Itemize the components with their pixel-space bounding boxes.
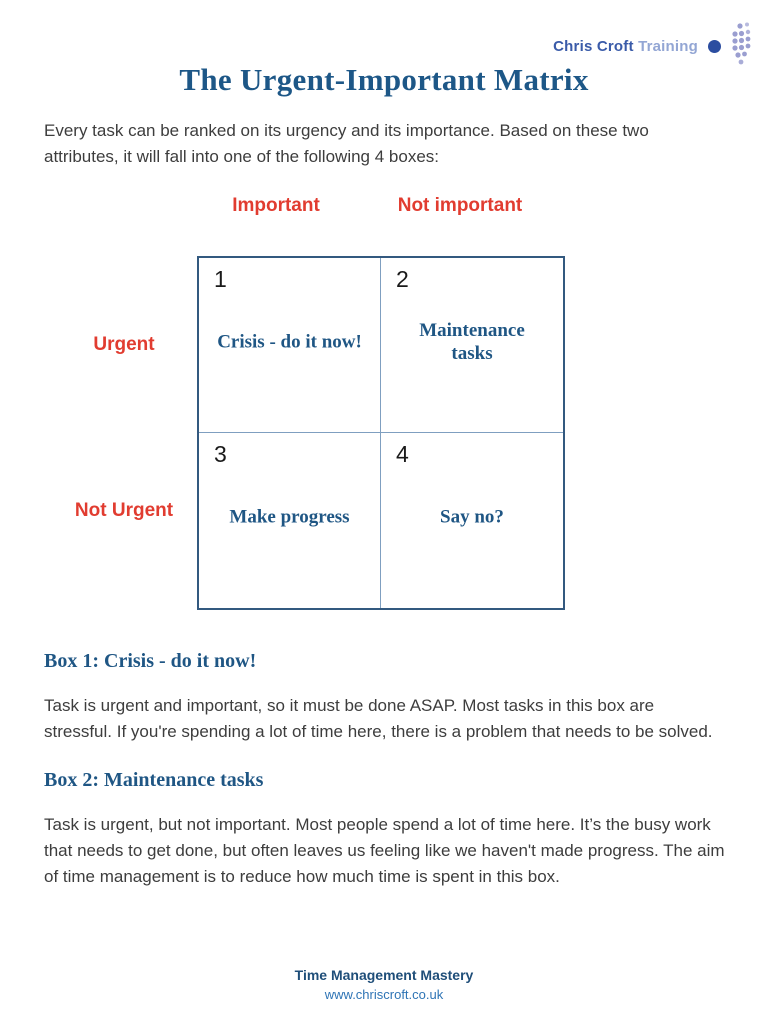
- footer-course-title: Time Management Mastery: [294, 967, 474, 983]
- section-1-body: Task is urgent and important, so it must…: [44, 696, 713, 741]
- matrix-row-label-urgent: Urgent: [93, 334, 155, 355]
- matrix-cell-3: 3 Make progress: [199, 433, 381, 608]
- matrix-cell-4: 4 Say no?: [381, 433, 563, 608]
- section-2-body: Task is urgent, but not important. Most …: [44, 815, 725, 886]
- cell-3-label: Make progress: [229, 506, 350, 528]
- brand-logo: Chris Croft Training: [553, 22, 754, 70]
- cell-3-number: 3: [214, 441, 227, 467]
- intro-paragraph: Every task can be ranked on its urgency …: [44, 121, 649, 166]
- logo-circle-icon: [708, 39, 721, 53]
- cell-1-number: 1: [214, 266, 227, 292]
- section-1-heading: Box 1: Crisis - do it now!: [44, 650, 257, 672]
- page-footer: Time Management Mastery www.chriscroft.c…: [0, 967, 768, 1002]
- cell-1-label: Crisis - do it now!: [217, 331, 362, 353]
- footer-website-url: www.chriscroft.co.uk: [324, 987, 444, 1002]
- matrix-col-label-not-important: Not important: [397, 195, 523, 216]
- brand-suffix: Training: [638, 37, 698, 55]
- urgent-important-matrix: Important Not important Urgent Not Urgen…: [0, 190, 768, 620]
- matrix-cell-1: 1 Crisis - do it now!: [199, 258, 381, 433]
- matrix-cell-2: 2 Maintenance tasks: [381, 258, 563, 433]
- matrix-grid: 1 Crisis - do it now! 2 Maintenance task…: [197, 256, 565, 610]
- matrix-col-label-important: Important: [232, 195, 320, 216]
- matrix-row-label-not-urgent: Not Urgent: [74, 500, 174, 521]
- brand-name: Chris Croft: [553, 37, 634, 55]
- cell-2-number: 2: [396, 266, 409, 292]
- section-2-heading: Box 2: Maintenance tasks: [44, 769, 264, 791]
- cell-4-label: Say no?: [440, 506, 504, 528]
- body-sections: Box 1: Crisis - do it now! Task is urgen…: [44, 650, 734, 914]
- brand-logo-text: Chris Croft Training: [553, 38, 698, 55]
- cell-4-number: 4: [396, 441, 409, 467]
- cell-2-label: Maintenance tasks: [419, 319, 525, 364]
- logo-dots-icon: [732, 22, 751, 65]
- page-title: The Urgent-Important Matrix: [179, 62, 589, 97]
